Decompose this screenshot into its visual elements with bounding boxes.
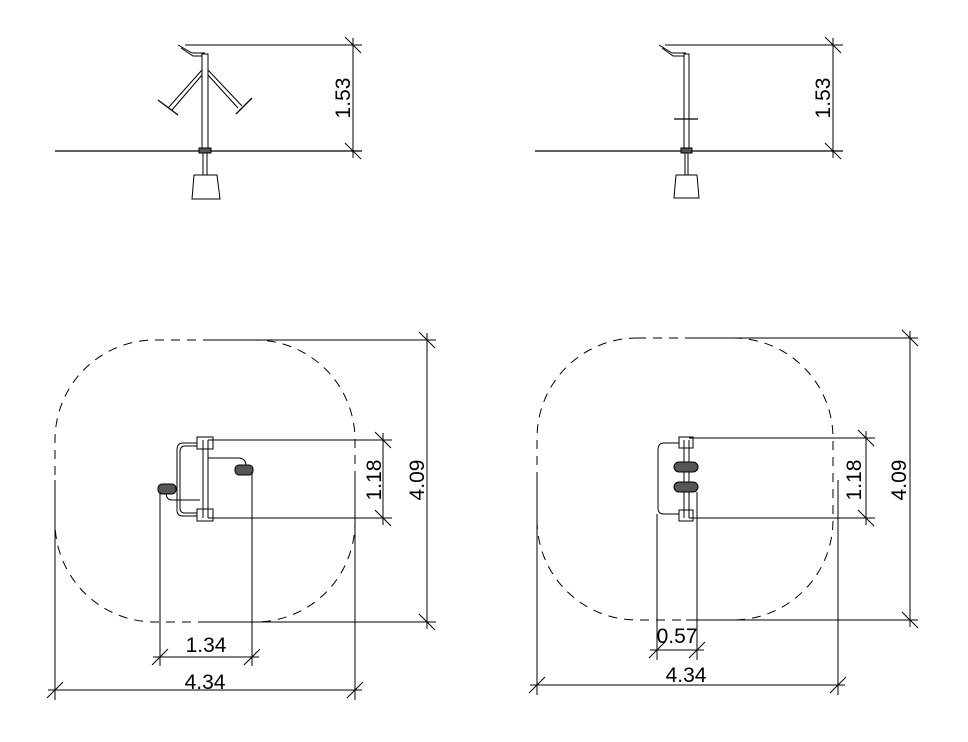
handle	[177, 44, 205, 54]
arm-right	[207, 69, 243, 107]
pedal-left	[157, 483, 177, 495]
frame-depth-label: 1.18	[363, 460, 386, 501]
zone-width-label: 4.34	[185, 671, 226, 694]
equipment-width-label: 1.34	[186, 634, 227, 657]
frame-depth-label: 1.18	[843, 460, 866, 501]
equipment-width-label: 0.57	[657, 625, 698, 648]
post-bottom	[196, 508, 214, 522]
post-top	[196, 436, 214, 450]
height-label: 1.53	[332, 78, 355, 119]
elevation-left: 1.53	[55, 36, 362, 200]
safety-zone	[536, 337, 834, 621]
pedal-bottom	[673, 481, 699, 493]
plan-left: 1.18 4.09 1.34 4.34	[46, 331, 436, 700]
pedal-top	[673, 461, 699, 473]
post	[201, 53, 209, 152]
handle	[658, 44, 686, 54]
pedal-right	[235, 97, 253, 115]
pedal-right	[234, 464, 254, 476]
height-label: 1.53	[812, 78, 835, 119]
footing	[191, 174, 221, 200]
footing	[673, 174, 700, 199]
safety-zone	[54, 339, 356, 623]
pedal-left	[157, 99, 179, 116]
zone-depth-label: 4.09	[406, 460, 429, 501]
arm-left	[167, 69, 203, 109]
post	[683, 53, 690, 152]
zone-depth-label: 4.09	[888, 460, 911, 501]
post-bottom	[678, 509, 694, 522]
elevation-right: 1.53	[535, 36, 843, 199]
post-top	[678, 436, 694, 449]
zone-width-label: 4.34	[666, 664, 707, 687]
plan-right: 1.18 4.09 0.57 4.34	[528, 329, 919, 695]
